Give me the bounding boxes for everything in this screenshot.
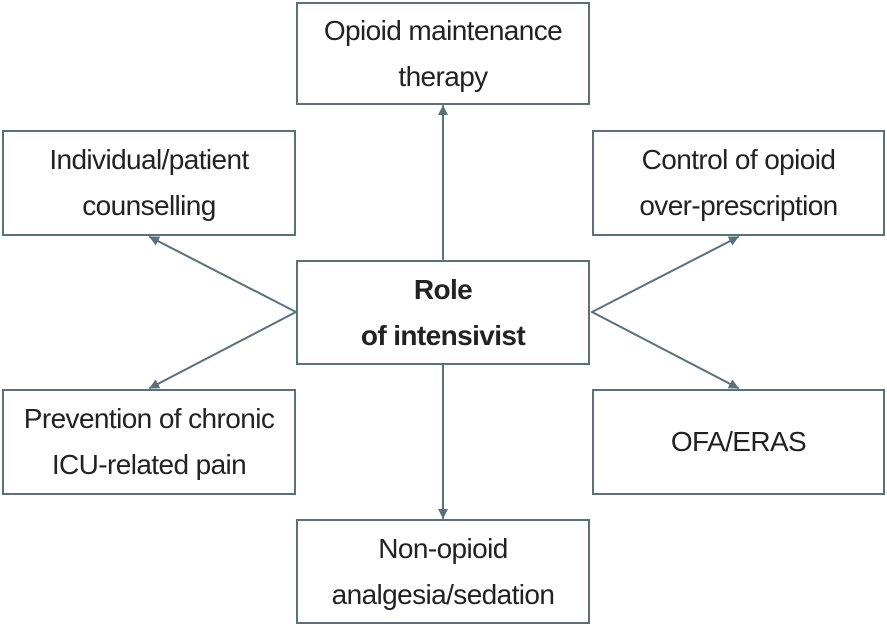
box-line: counselling <box>82 190 216 221</box>
arrow-to-upper-right <box>591 236 739 313</box>
non-opioid-analgesia-box: Non-opioid analgesia/sedation <box>296 519 590 624</box>
opioid-prescription-control-box: Control of opioid over-prescription <box>592 130 885 236</box>
box-line: Non-opioid <box>378 532 508 564</box>
box-line: over-prescription <box>639 190 838 221</box>
box-line: ICU-related pain <box>51 449 247 480</box>
box-line: Role <box>413 273 473 305</box>
box-line: of intensivist <box>360 319 526 351</box>
box-line: Individual/patient <box>49 144 249 175</box>
box-line: Opioid maintenance <box>323 14 563 46</box>
arrow-to-lower-right <box>591 311 739 389</box>
arrow-to-lower-left <box>149 311 297 389</box>
opioid-maintenance-therapy-box: Opioid maintenance therapy <box>296 2 590 105</box>
arrow-to-upper-left <box>149 236 297 313</box>
role-of-intensivist-box: Role of intensivist <box>296 260 590 365</box>
box-line: OFA/ERAS <box>670 426 807 457</box>
patient-counselling-box: Individual/patient counselling <box>2 130 296 236</box>
ofa-eras-box: OFA/ERAS <box>592 389 885 495</box>
box-line: Control of opioid <box>641 144 836 175</box>
box-line: Prevention of chronic <box>23 403 275 434</box>
chronic-pain-prevention-box: Prevention of chronic ICU-related pain <box>2 389 296 495</box>
box-line: therapy <box>398 60 488 92</box>
box-line: analgesia/sedation <box>331 578 555 610</box>
